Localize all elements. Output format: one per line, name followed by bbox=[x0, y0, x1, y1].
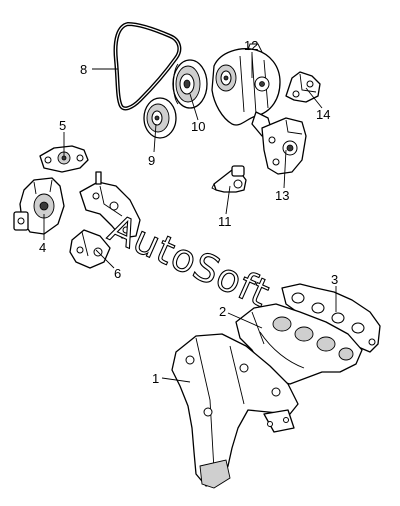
callout-14: 14 bbox=[316, 107, 330, 122]
callout-13: 13 bbox=[275, 188, 289, 203]
callout-11: 11 bbox=[218, 214, 232, 229]
leader-1 bbox=[161, 377, 191, 383]
engine-mount-bracket bbox=[39, 145, 89, 173]
callout-4: 4 bbox=[39, 240, 46, 255]
engine-mount bbox=[13, 177, 65, 235]
watermark-text: AutoSoft bbox=[102, 206, 276, 316]
tensioner-pulley bbox=[172, 59, 208, 109]
heat-shield bbox=[171, 333, 299, 489]
callout-9: 9 bbox=[148, 153, 155, 168]
idler-pulley bbox=[143, 97, 177, 139]
leader-13 bbox=[283, 149, 287, 189]
leader-2 bbox=[227, 312, 263, 329]
leader-14 bbox=[305, 87, 323, 109]
alternator-bracket bbox=[261, 117, 307, 175]
callout-6: 6 bbox=[114, 266, 121, 281]
leader-11 bbox=[225, 185, 231, 215]
callout-8: 8 bbox=[80, 62, 87, 77]
manifold-gasket bbox=[281, 283, 381, 353]
leader-lines bbox=[43, 52, 337, 383]
callout-2: 2 bbox=[219, 304, 226, 319]
leader-9 bbox=[153, 123, 157, 153]
small-bracket bbox=[285, 71, 321, 103]
center-bracket bbox=[79, 171, 141, 239]
leader-6 bbox=[95, 249, 115, 269]
leader-10 bbox=[189, 93, 199, 121]
callout-3: 3 bbox=[331, 272, 338, 287]
alternator bbox=[211, 43, 281, 137]
callout-12: 12 bbox=[244, 38, 258, 53]
drive-belt bbox=[113, 22, 182, 111]
callout-1: 1 bbox=[152, 371, 159, 386]
callout-10: 10 bbox=[191, 119, 205, 134]
callout-labels: 1 2 3 4 5 6 8 9 10 11 12 13 14 bbox=[39, 38, 338, 386]
sensor bbox=[211, 165, 247, 193]
bracket bbox=[69, 229, 111, 269]
callout-5: 5 bbox=[59, 118, 66, 133]
